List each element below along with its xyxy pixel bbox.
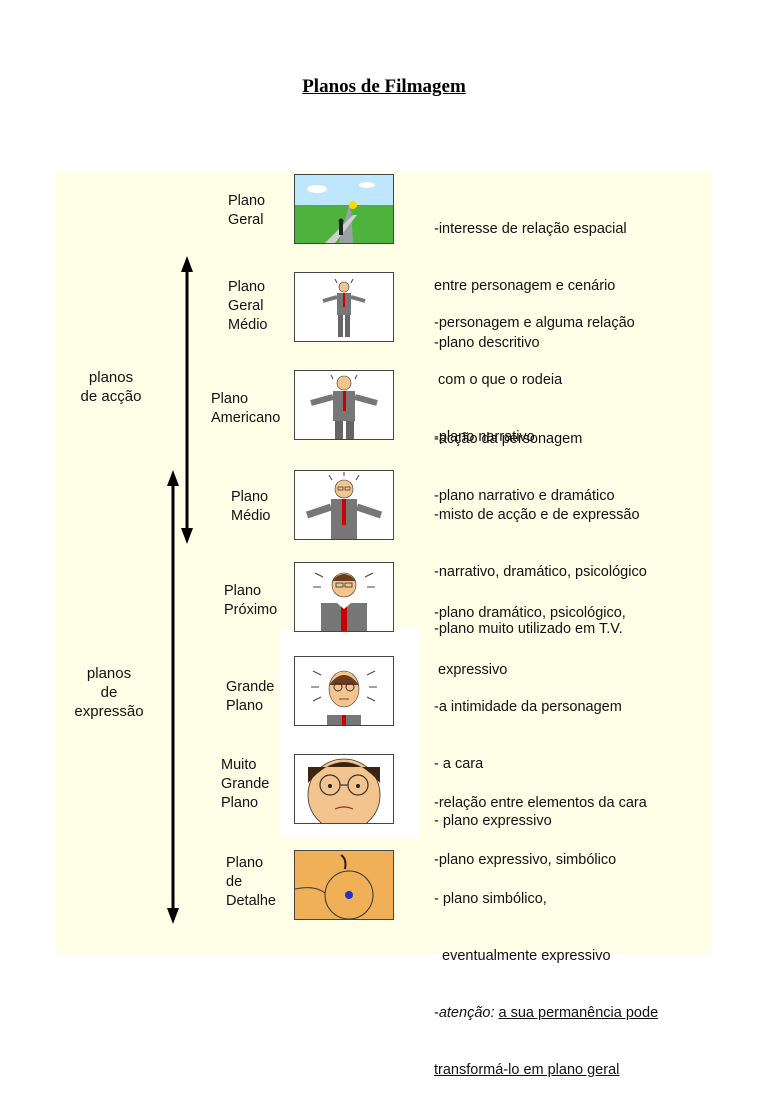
accao-range-arrow — [181, 256, 193, 544]
page-title: Planos de Filmagem — [302, 76, 466, 97]
desc-line: -plano narrativo — [434, 429, 535, 445]
shot-desc-grande-plano: -a intimidade da personagem - a cara - p… — [434, 660, 622, 850]
shot-label-muito-grande-plano: Muito Grande Plano — [221, 757, 270, 811]
desc-line: -plano narrativo e dramático — [434, 488, 615, 504]
shot-label-grande-plano: Grande Plano — [226, 679, 275, 714]
expressao-range-arrow — [167, 470, 179, 924]
desc-line: -plano expressivo, simbólico — [434, 852, 617, 868]
desc-line: -plano descritivo — [434, 335, 540, 351]
shot-desc-plano-de-detalhe: - plano simbólico, eventualmente express… — [434, 852, 658, 1099]
desc-line: -narrativo, dramático, psicológico — [434, 564, 647, 580]
face-closeup-icon — [294, 754, 394, 824]
desc-attention-line: -atenção: a sua permanência pode — [434, 1005, 659, 1021]
eye-detail-icon — [294, 850, 394, 920]
desc-line: -a intimidade da personagem — [434, 699, 622, 715]
shot-label-plano-medio: Plano Médio — [231, 489, 271, 524]
desc-line: - plano simbólico, — [434, 891, 547, 907]
attention-text: a sua permanência pode — [498, 1005, 659, 1021]
desc-line: -plano muito utilizado em T.V. — [434, 621, 623, 637]
full-body-man-icon — [294, 272, 394, 342]
shot-desc-plano-medio: -misto de acção e de expressão -narrativ… — [434, 468, 647, 658]
shot-label-plano-de-detalhe: Plano de Detalhe — [226, 855, 276, 909]
desc-line: entre personagem e cenário — [434, 278, 616, 294]
shot-desc-plano-americano: -acção da personagem -plano narrativo e … — [434, 392, 615, 525]
shot-desc-plano-geral-medio: -personagem e alguma relação com o que o… — [434, 276, 635, 466]
desc-line: - a cara — [434, 756, 484, 772]
group-label-accao: planos de acção — [80, 369, 142, 405]
man-chest-up-icon — [294, 562, 394, 632]
desc-line: -misto de acção e de expressão — [434, 507, 640, 523]
man-waist-up-icon — [294, 470, 394, 540]
desc-line: -acção da personagem — [434, 431, 583, 447]
shot-desc-plano-geral: -interesse de relação espacial entre per… — [434, 182, 627, 372]
desc-line: -personagem e alguma relação — [434, 315, 635, 331]
man-knees-up-icon — [294, 370, 394, 440]
shot-label-plano-proximo: Plano Próximo — [224, 583, 278, 618]
shot-desc-muito-grande-plano: -relação entre elementos da cara -plano … — [434, 756, 647, 889]
desc-line: expressivo — [434, 662, 508, 678]
shot-desc-plano-proximo: -plano dramático, psicológico, expressiv… — [434, 566, 626, 699]
desc-line: - plano expressivo — [434, 813, 552, 829]
attention-text-2: transformá-lo em plano geral — [434, 1062, 620, 1078]
shot-label-plano-geral: Plano Geral — [228, 193, 266, 228]
landscape-road-figure-icon — [294, 174, 394, 244]
desc-attention-line-2: transformá-lo em plano geral — [434, 1061, 658, 1080]
desc-line: -relação entre elementos da cara — [434, 795, 647, 811]
desc-line: eventualmente expressivo — [434, 948, 611, 964]
attention-label: atenção: — [438, 1005, 495, 1021]
group-label-expressao: planos de expressão — [74, 665, 144, 720]
desc-line: com o que o rodeia — [434, 372, 563, 388]
shot-label-plano-americano: Plano Americano — [211, 391, 281, 426]
desc-line: -plano dramático, psicológico, — [434, 605, 626, 621]
desc-line: -interesse de relação espacial — [434, 221, 627, 237]
man-head-shoulders-icon — [294, 656, 394, 726]
shot-label-plano-geral-medio: Plano Geral Médio — [228, 279, 268, 333]
